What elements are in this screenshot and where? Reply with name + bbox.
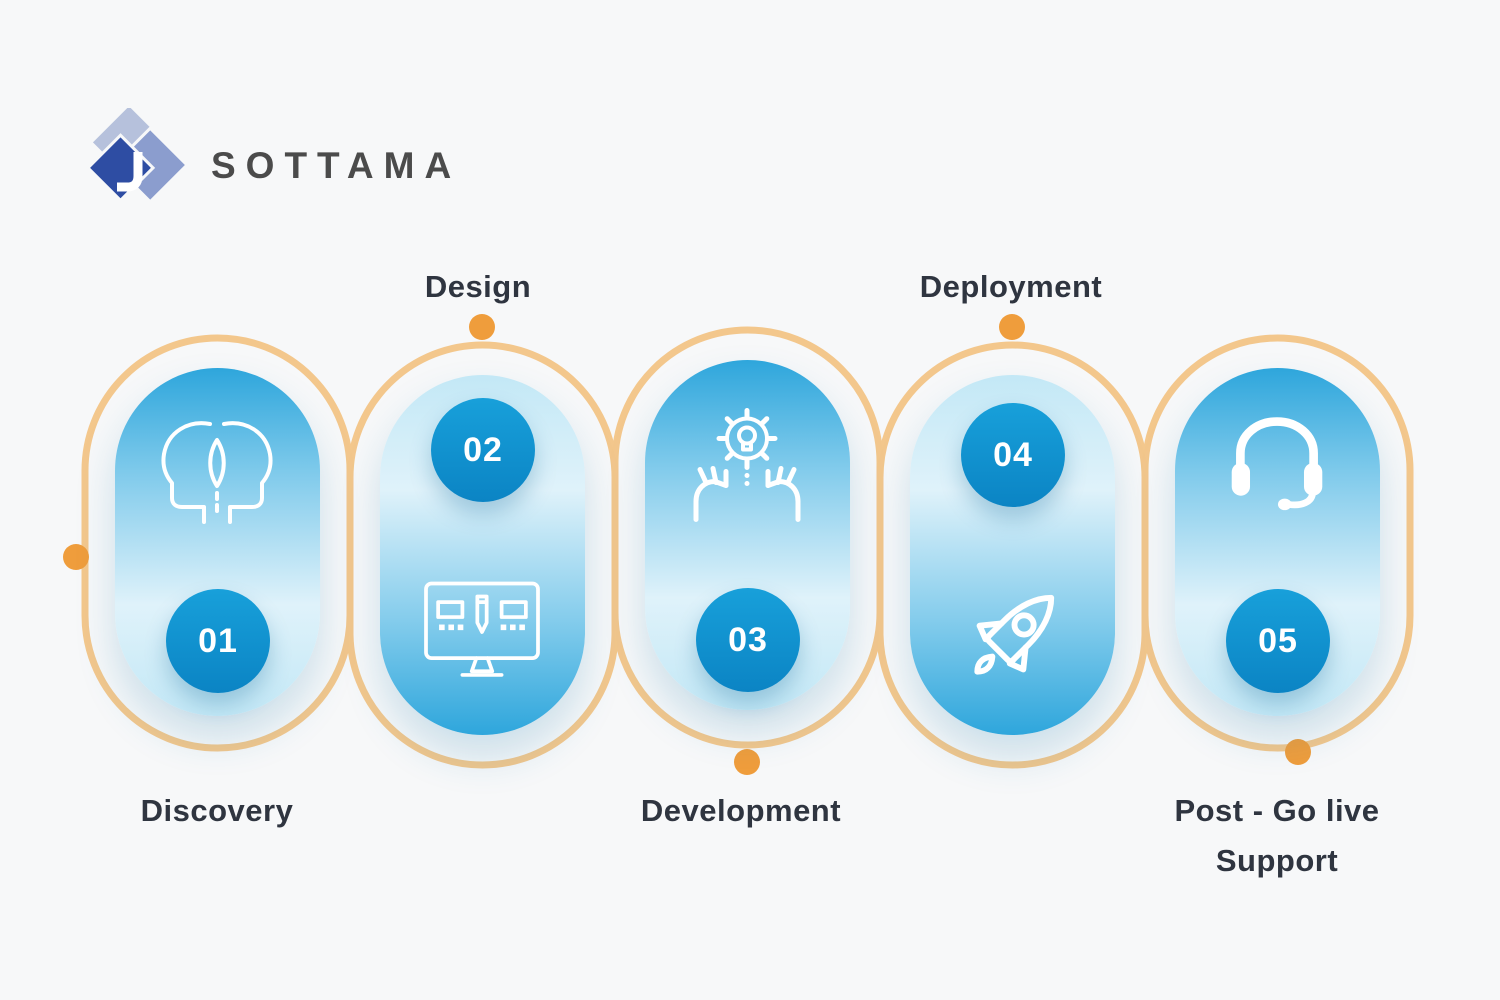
path-dot: [469, 314, 495, 340]
brand-logo: SOTTAMA: [72, 108, 461, 223]
path-dot: [63, 544, 89, 570]
brand-name: SOTTAMA: [211, 144, 462, 186]
step-number-badge: 02: [431, 398, 535, 502]
path-loop-5: [1141, 334, 1414, 752]
step-number-badge: 05: [1226, 589, 1330, 693]
step-label: Design: [424, 269, 532, 304]
development-idea-icon: [672, 406, 822, 531]
deployment-rocket-icon: [948, 573, 1076, 701]
step-label: Post - Go live Support: [1174, 793, 1380, 878]
step-label: Deployment: [919, 269, 1103, 304]
path-dot: [999, 314, 1025, 340]
step-number-badge: 01: [166, 589, 270, 693]
path-dot: [734, 749, 760, 775]
logo-diamond-icon: [85, 108, 187, 204]
design-monitor-icon: [412, 576, 552, 688]
step-number-badge: 03: [696, 588, 800, 692]
step-label: Development: [640, 793, 842, 828]
path-dot: [1285, 739, 1311, 765]
discovery-heads-icon: [142, 410, 292, 530]
step-number-badge: 04: [961, 403, 1065, 507]
step-label: Discovery: [140, 793, 294, 828]
support-headset-icon: [1219, 409, 1335, 515]
